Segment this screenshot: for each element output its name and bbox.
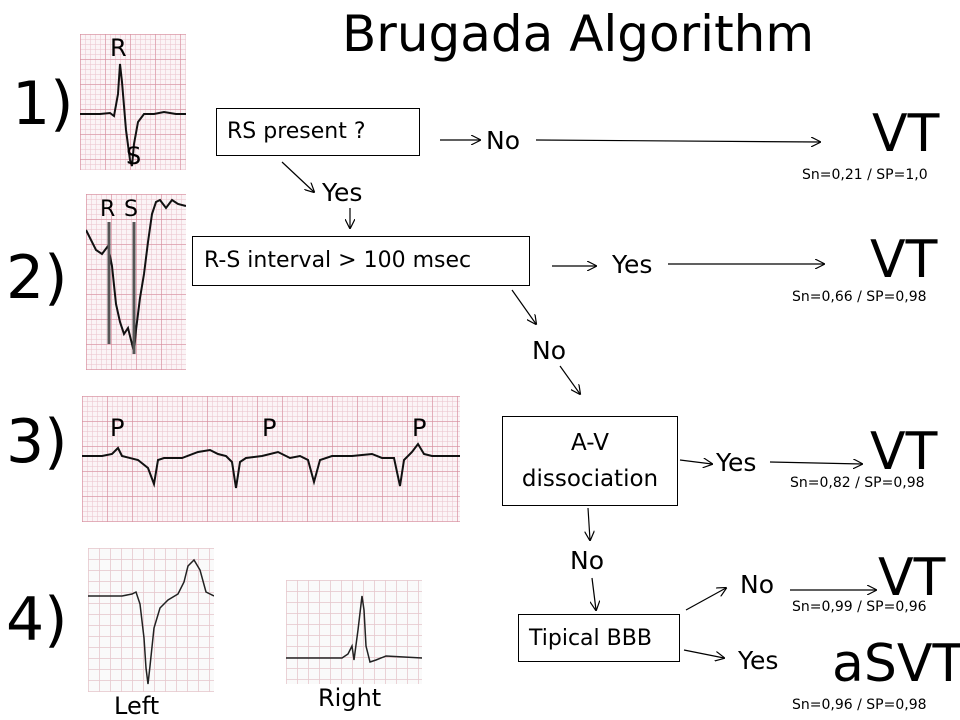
ecg-trace-4-right bbox=[286, 595, 423, 663]
ecg-strip-bbb-left bbox=[88, 548, 215, 692]
ecg4-left-label: Left bbox=[114, 692, 160, 720]
arrow-q1-to-yes bbox=[281, 161, 314, 192]
ecg4-right-label: Right bbox=[318, 684, 382, 712]
ecg-trace-2 bbox=[85, 198, 187, 354]
branch-q4-no: No bbox=[740, 570, 774, 599]
ecg-strip-av-dissociation bbox=[82, 396, 460, 522]
ecg3-p-label-2: P bbox=[262, 414, 277, 442]
av-box-line-1: A-V bbox=[571, 430, 609, 456]
arrow-no-to-q4 bbox=[592, 577, 596, 610]
arrow-q1-no-to-vt bbox=[535, 140, 820, 142]
ecg-trace-4-left bbox=[88, 558, 215, 685]
step-2-number: 2) bbox=[6, 243, 68, 313]
arrow-q4-to-yes bbox=[683, 649, 724, 658]
outcome-vt-1: VT bbox=[872, 104, 940, 164]
ecg3-p-label-3: P bbox=[412, 414, 427, 442]
ecg-strip-rs-complex bbox=[80, 34, 186, 170]
arrow-q3-to-yes bbox=[679, 460, 712, 464]
av-box-line-2: dissociation bbox=[521, 466, 659, 492]
outcome-stats-1: Sn=0,21 / SP=1,0 bbox=[802, 167, 928, 183]
decision-rs-interval: R-S interval > 100 msec bbox=[192, 236, 530, 286]
arrow-no-to-q3 bbox=[559, 365, 580, 394]
ecg-trace-1 bbox=[80, 63, 186, 167]
outcome-stats-4: Sn=0,99 / SP=0,96 bbox=[792, 599, 927, 615]
arrow-q3-to-no bbox=[588, 507, 590, 540]
decision-typical-bbb: Tipical BBB bbox=[518, 614, 680, 662]
step-3-number: 3) bbox=[6, 407, 68, 477]
ecg-strip-rs-interval bbox=[85, 194, 187, 370]
branch-q4-yes: Yes bbox=[738, 646, 779, 675]
branch-q2-no: No bbox=[532, 336, 566, 365]
ecg2-s-label: S bbox=[124, 197, 138, 222]
step-4-number: 4) bbox=[6, 585, 68, 655]
outcome-stats-2: Sn=0,66 / SP=0,98 bbox=[792, 289, 927, 305]
branch-q1-no: No bbox=[486, 126, 520, 155]
ecg1-s-label: S bbox=[126, 142, 142, 170]
branch-q3-no: No bbox=[570, 546, 604, 575]
branch-q1-yes: Yes bbox=[322, 178, 363, 207]
arrow-q4-to-no bbox=[685, 588, 726, 611]
outcome-stats-3: Sn=0,82 / SP=0,98 bbox=[790, 475, 925, 491]
ecg2-r-label: R bbox=[100, 197, 116, 222]
ecg-strip-bbb-right bbox=[286, 580, 423, 684]
branch-q3-yes: Yes bbox=[716, 448, 757, 477]
step-1-number: 1) bbox=[12, 69, 74, 139]
ecg-trace-3 bbox=[82, 442, 460, 489]
ecg1-r-label: R bbox=[110, 34, 127, 62]
ecg3-p-label-1: P bbox=[110, 414, 125, 442]
outcome-vt-3: VT bbox=[870, 422, 938, 482]
outcome-asvt: aSVT bbox=[832, 634, 960, 694]
decision-rs-present: RS present ? bbox=[216, 108, 420, 156]
arrow-q3-yes-to-vt bbox=[769, 462, 862, 464]
branch-q2-yes: Yes bbox=[612, 250, 653, 279]
outcome-stats-5: Sn=0,96 / SP=0,98 bbox=[792, 697, 927, 713]
outcome-vt-4: VT bbox=[878, 548, 946, 608]
arrow-q2-to-no bbox=[511, 289, 536, 324]
diagram-title: Brugada Algorithm bbox=[342, 5, 815, 63]
decision-av-dissociation: A-V dissociation bbox=[502, 416, 678, 506]
outcome-vt-2: VT bbox=[870, 230, 938, 290]
